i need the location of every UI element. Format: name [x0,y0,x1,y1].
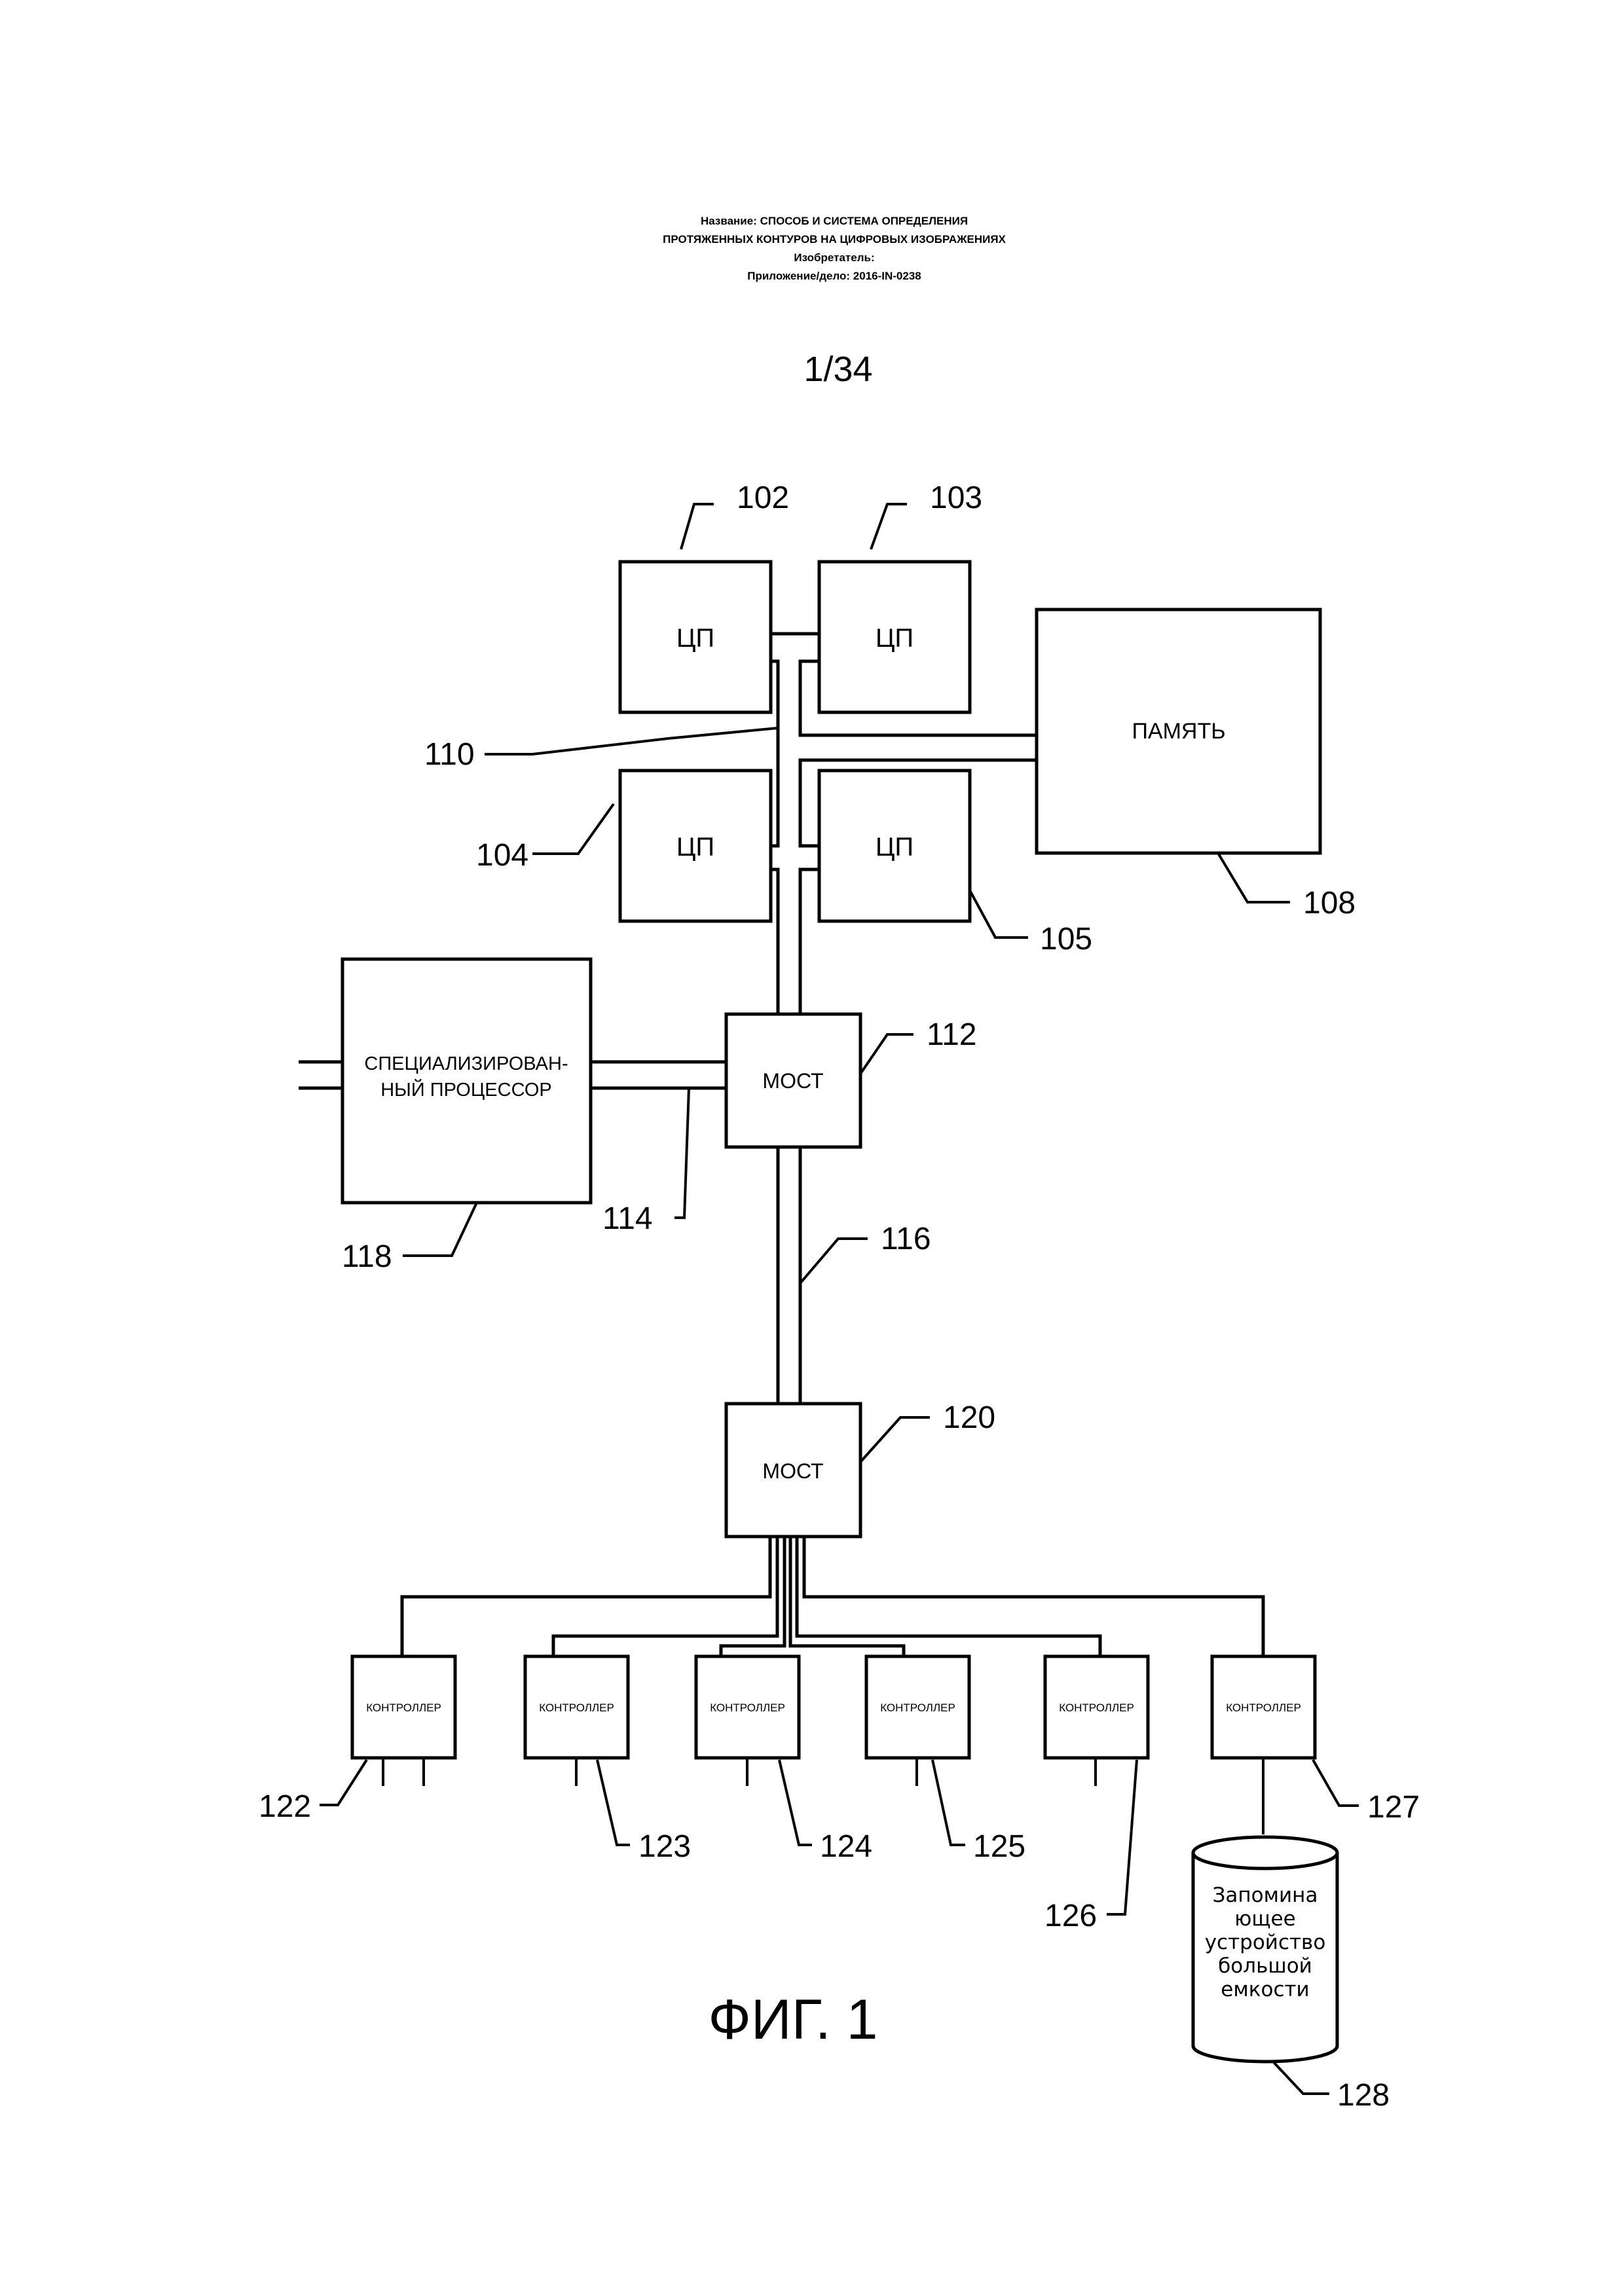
leader-126 [1107,1760,1137,1914]
special-processor-label-line1: СПЕЦИАЛИЗИРОВАН- [364,1053,568,1074]
header-inventor: Изобретатель: [794,251,874,264]
ref-108: 108 [1303,886,1356,920]
header-case-number: Приложение/дело: 2016-IN-0238 [747,270,921,282]
controller-label: КОНТРОЛЛЕР [1059,1702,1134,1714]
cpu-103-label: ЦП [876,624,913,653]
ref-103: 103 [930,481,982,515]
leader-114 [674,1088,689,1218]
ref-122: 122 [259,1789,311,1824]
memory-108: ПАМЯТЬ [1037,610,1320,853]
storage-cylinder-top [1193,1837,1337,1868]
leader-103 [871,504,907,549]
leader-116 [800,1239,868,1283]
ref-128: 128 [1337,2078,1390,2113]
ref-124: 124 [820,1829,872,1864]
bridge-120-label: МОСТ [762,1459,823,1483]
bus-114 [591,1062,726,1088]
cpu-102-label: ЦП [676,624,714,653]
header-title-line1: Название: СПОСОБ И СИСТЕМА ОПРЕДЕЛЕНИЯ [701,215,968,227]
leader-118 [403,1203,477,1256]
ref-105: 105 [1040,922,1092,957]
leader-110 [485,728,778,754]
controller-bus [402,1537,1263,1656]
cpu-102: ЦП [620,562,771,712]
controllers: КОНТРОЛЛЕР КОНТРОЛЛЕР КОНТРОЛЛЕР КОНТРОЛЛЕР… [352,1656,1315,1758]
controller-125: КОНТРОЛЛЕР [866,1656,969,1758]
bridge-112: МОСТ [726,1014,860,1147]
ref-127: 127 [1367,1790,1420,1825]
ref-104: 104 [476,838,528,873]
page-number: 1/34 [803,350,872,389]
header-title-line2: ПРОТЯЖЕННЫХ КОНТУРОВ НА ЦИФРОВЫХ ИЗОБРАЖ… [663,233,1006,246]
ref-102: 102 [737,481,789,515]
ref-123: 123 [638,1829,691,1864]
ref-120: 120 [943,1400,995,1435]
cpu-104: ЦП [620,771,771,921]
leader-108 [1218,853,1290,902]
leader-120 [860,1417,930,1462]
storage-128: Запомина ющее устройство большой емкости [1193,1837,1337,2062]
leader-128 [1274,2062,1329,2094]
storage-label-line5: емкости [1221,1978,1309,2001]
controller-label: КОНТРОЛЛЕР [366,1702,441,1714]
controller-122: КОНТРОЛЛЕР [352,1656,455,1758]
controller-label: КОНТРОЛЛЕР [880,1702,955,1714]
leader-123 [597,1760,630,1845]
leader-112 [860,1034,913,1074]
controller-label: КОНТРОЛЛЕР [1226,1702,1301,1714]
controller-124: КОНТРОЛЛЕР [696,1656,799,1758]
cpu-105: ЦП [819,771,970,921]
ref-126: 126 [1044,1899,1097,1933]
ref-114: 114 [602,1201,653,1236]
special-processor-label-line2: НЫЙ ПРОЦЕССОР [380,1078,552,1101]
bus-116 [778,1147,800,1404]
ref-118: 118 [342,1239,392,1274]
controller-label: КОНТРОЛЛЕР [710,1702,785,1714]
controller-123: КОНТРОЛЛЕР [525,1656,628,1758]
controller-label: КОНТРОЛЛЕР [539,1702,614,1714]
wire-to-controller-122 [402,1537,770,1656]
leader-104 [532,804,614,854]
ref-112: 112 [927,1017,977,1052]
leader-124 [779,1760,812,1845]
leader-125 [932,1760,965,1845]
special-processor-118: СПЕЦИАЛИЗИРОВАН- НЫЙ ПРОЦЕССОР [299,959,591,1203]
controller-127: КОНТРОЛЛЕР [1212,1656,1315,1758]
cpu-105-label: ЦП [876,833,913,862]
storage-label-line1: Запомина [1213,1884,1318,1907]
document-header: Название: СПОСОБ И СИСТЕМА ОПРЕДЕЛЕНИЯ П… [663,215,1006,282]
leader-127 [1313,1760,1359,1806]
figure-caption: ФИГ. 1 [709,1988,878,2051]
wire-to-controller-127 [804,1537,1263,1656]
bridge-112-label: МОСТ [762,1069,823,1093]
storage-label-line3: устройство [1205,1931,1326,1954]
ref-125: 125 [973,1829,1025,1864]
cpu-104-label: ЦП [676,833,714,862]
leader-105 [970,890,1028,938]
leader-122 [320,1760,367,1805]
ref-116: 116 [881,1222,931,1256]
bridge-120: МОСТ [726,1404,860,1537]
ref-110: 110 [424,737,475,772]
storage-label-line2: ющее [1234,1907,1295,1931]
bus-right-rail-lower [800,869,819,1014]
controller-126: КОНТРОЛЛЕР [1045,1656,1148,1758]
storage-label-line4: большой [1218,1954,1312,1978]
leader-102 [681,504,714,549]
cpu-103: ЦП [819,562,970,712]
memory-label: ПАМЯТЬ [1132,719,1225,744]
